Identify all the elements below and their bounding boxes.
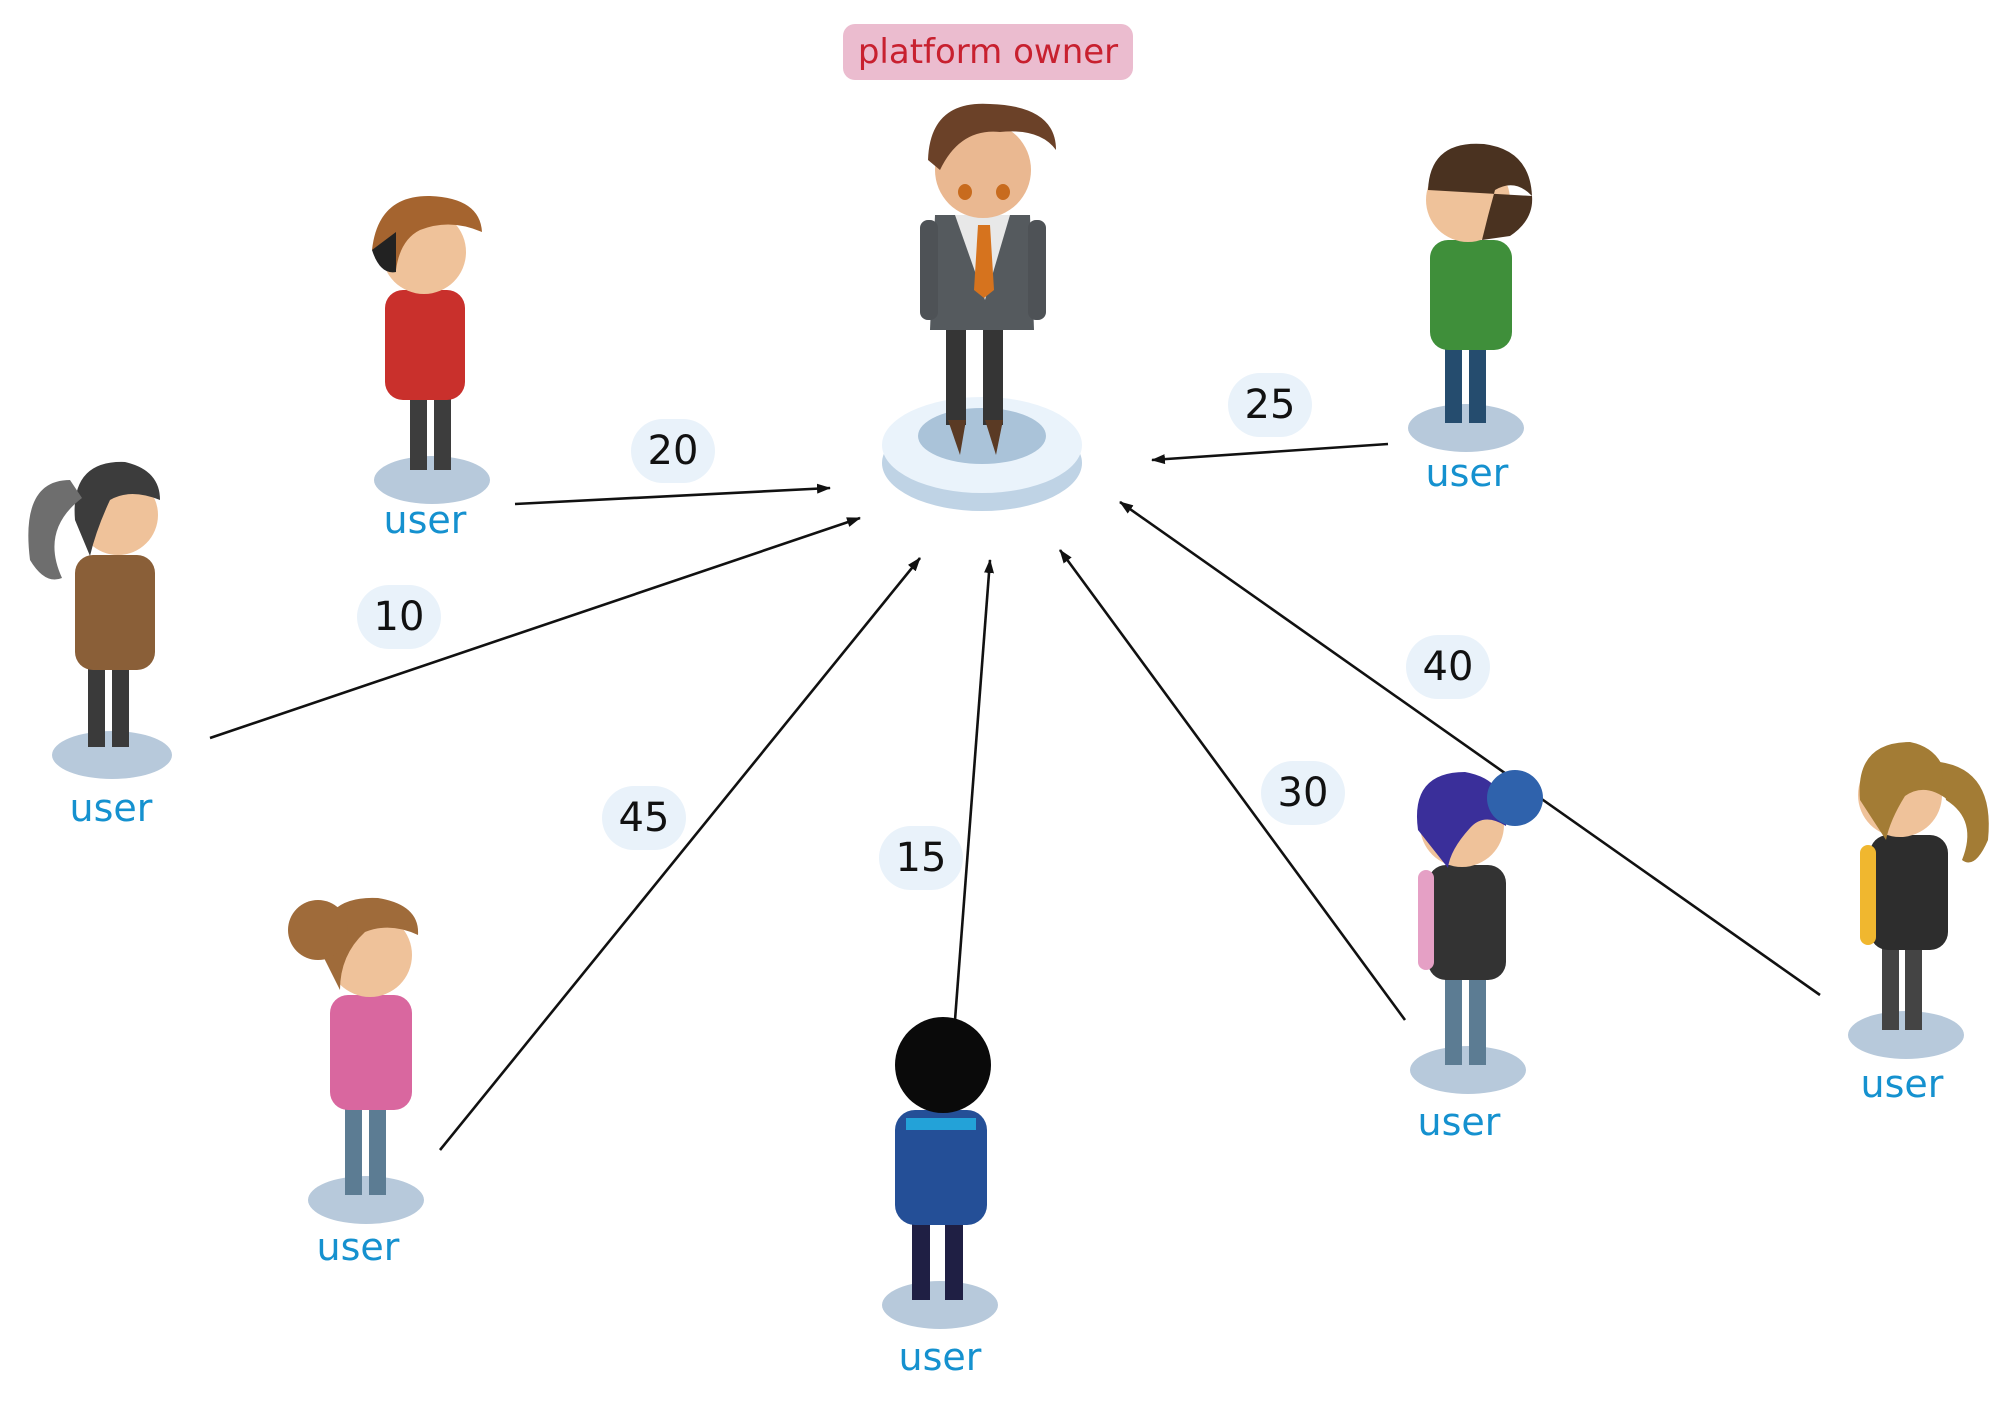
value-badge-blue-bun: 30 bbox=[1261, 761, 1345, 825]
user-label-red-hoodie: user bbox=[383, 498, 467, 542]
user-label-yellow-ponytail: user bbox=[1860, 1062, 1944, 1106]
user-figure-yellow-ponytail bbox=[1848, 742, 1989, 1059]
value-badge-blue-back: 15 bbox=[879, 826, 963, 890]
value-badge-pink-hoodie: 45 bbox=[602, 786, 686, 850]
user-label-ponytail-brown: user bbox=[69, 786, 153, 830]
user-figure-red-hoodie bbox=[372, 195, 490, 504]
arrow-yellow-ponytail bbox=[1119, 500, 1821, 997]
arrow-red-hoodie bbox=[514, 483, 831, 506]
value-badge-yellow-ponytail: 40 bbox=[1406, 635, 1490, 699]
value-badge-ponytail-brown: 10 bbox=[357, 585, 441, 649]
arrow-green-hoodie bbox=[1151, 442, 1389, 465]
arrows bbox=[209, 442, 1821, 1151]
user-label-pink-hoodie: user bbox=[316, 1225, 400, 1269]
user-figure-blue-bun bbox=[1410, 770, 1543, 1094]
arrow-blue-bun bbox=[1058, 549, 1407, 1021]
user-figure-ponytail-brown bbox=[28, 461, 172, 779]
user-figure-blue-back bbox=[882, 1017, 998, 1329]
platform-owner-figure bbox=[882, 103, 1082, 511]
user-figure-pink-hoodie bbox=[288, 897, 424, 1224]
user-label-blue-bun: user bbox=[1417, 1100, 1501, 1144]
arrow-pink-hoodie bbox=[438, 557, 922, 1151]
user-label-blue-back: user bbox=[898, 1335, 982, 1379]
user-figure-green-hoodie bbox=[1408, 143, 1533, 452]
platform-owner-label: platform owner bbox=[843, 24, 1133, 80]
value-badge-green-hoodie: 25 bbox=[1228, 373, 1312, 437]
user-label-green-hoodie: user bbox=[1425, 451, 1509, 495]
arrow-blue-back bbox=[953, 559, 994, 1021]
value-badge-red-hoodie: 20 bbox=[631, 419, 715, 483]
arrow-ponytail-brown bbox=[209, 516, 861, 740]
